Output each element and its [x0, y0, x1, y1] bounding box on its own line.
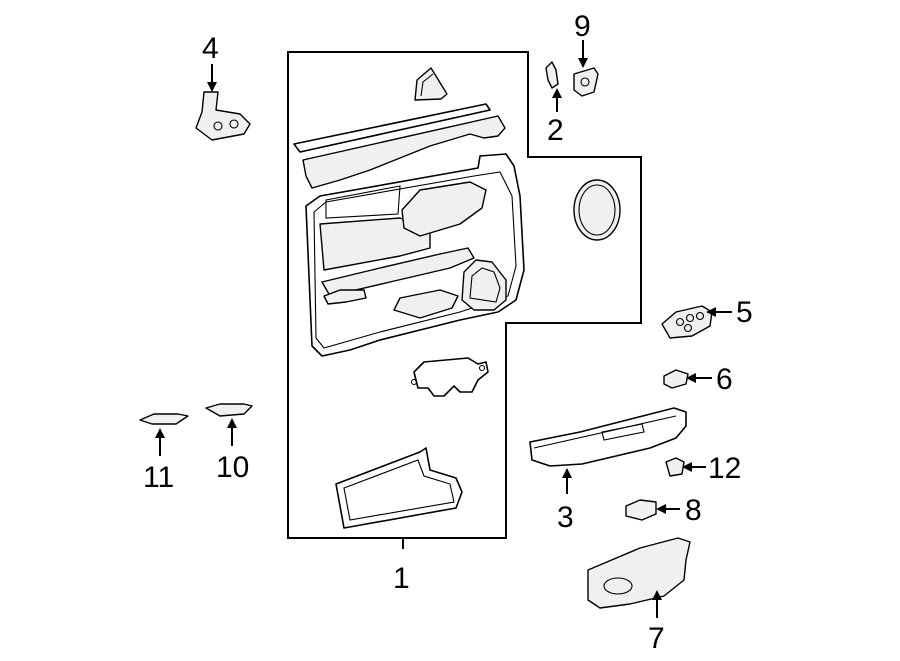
speaker-grille-detail: [461, 259, 507, 311]
speaker-grille-part: [573, 179, 621, 241]
lower-pocket-insert-inner: [343, 459, 455, 521]
arrowhead-11: [155, 428, 165, 438]
arrowhead-3: [562, 468, 572, 478]
arrowhead-10: [227, 418, 237, 428]
door-panel-group-outline: [287, 51, 642, 539]
callout-11: 11: [143, 461, 174, 494]
callout-8: 8: [685, 494, 702, 527]
arrowhead-2: [552, 88, 562, 98]
handle-pocket-detail: [323, 289, 367, 305]
switch-button-2: [685, 313, 695, 323]
mirror-bracket-hole-right: [229, 119, 239, 129]
callout-1: 1: [393, 562, 410, 595]
map-pocket-detail: [319, 217, 431, 271]
arrowhead-7: [652, 590, 662, 600]
small-switch-part: [663, 369, 689, 389]
clip-bracket-hole: [580, 77, 590, 87]
callout-7: 7: [648, 622, 665, 655]
armrest-top-edge: [533, 415, 677, 449]
arrowhead-5: [706, 307, 716, 317]
armrest-part: [529, 407, 687, 467]
callout-3: 3: [557, 501, 574, 534]
switch-button-4: [683, 323, 693, 333]
callout-4: 4: [202, 32, 219, 65]
beltline-molding-part: [293, 103, 491, 153]
callout-6: 6: [716, 363, 733, 396]
arrowhead-9: [578, 58, 588, 68]
lower-trim-emblem: [603, 577, 633, 595]
lower-trim-part: [587, 537, 691, 609]
bracket-hole-left: [410, 378, 418, 386]
callout-5: 5: [736, 296, 753, 329]
lower-pocket-detail: [393, 289, 459, 319]
callout-9: 9: [574, 10, 591, 43]
speaker-grille-ring: [578, 184, 616, 236]
clip-part: [665, 457, 685, 477]
callout-2: 2: [547, 114, 564, 147]
callout-12: 12: [708, 452, 741, 485]
mirror-bracket-hole-left: [213, 121, 223, 131]
mirror-bracket-part: [195, 91, 251, 141]
switch-button-1: [675, 317, 685, 327]
pull-cup-bracket-part: [413, 357, 489, 397]
mirror-trim-detail: [420, 73, 434, 97]
mirror-trim-part: [414, 67, 448, 101]
clip-part-11: [139, 413, 189, 425]
upper-trim-strip-part: [302, 115, 506, 189]
upper-insert-detail: [325, 185, 401, 219]
arrowhead-12: [682, 462, 692, 472]
lock-knob-part: [545, 61, 559, 89]
arrowhead-6: [686, 373, 696, 383]
clip-part-10: [205, 403, 253, 417]
callout-10: 10: [216, 451, 249, 484]
lower-pocket-insert-part: [335, 447, 463, 529]
clip-bracket-part: [573, 67, 599, 97]
window-switch-part: [661, 305, 713, 339]
armrest-insert: [601, 423, 645, 441]
block-part: [625, 499, 657, 521]
door-panel-inner-ridge: [313, 171, 517, 349]
switch-button-3: [695, 311, 705, 321]
speaker-inner-detail: [469, 267, 501, 303]
arrowhead-4: [207, 82, 217, 92]
arrowhead-8: [656, 504, 666, 514]
pull-handle-upper-detail: [401, 181, 487, 237]
bracket-hole-right: [478, 364, 486, 372]
